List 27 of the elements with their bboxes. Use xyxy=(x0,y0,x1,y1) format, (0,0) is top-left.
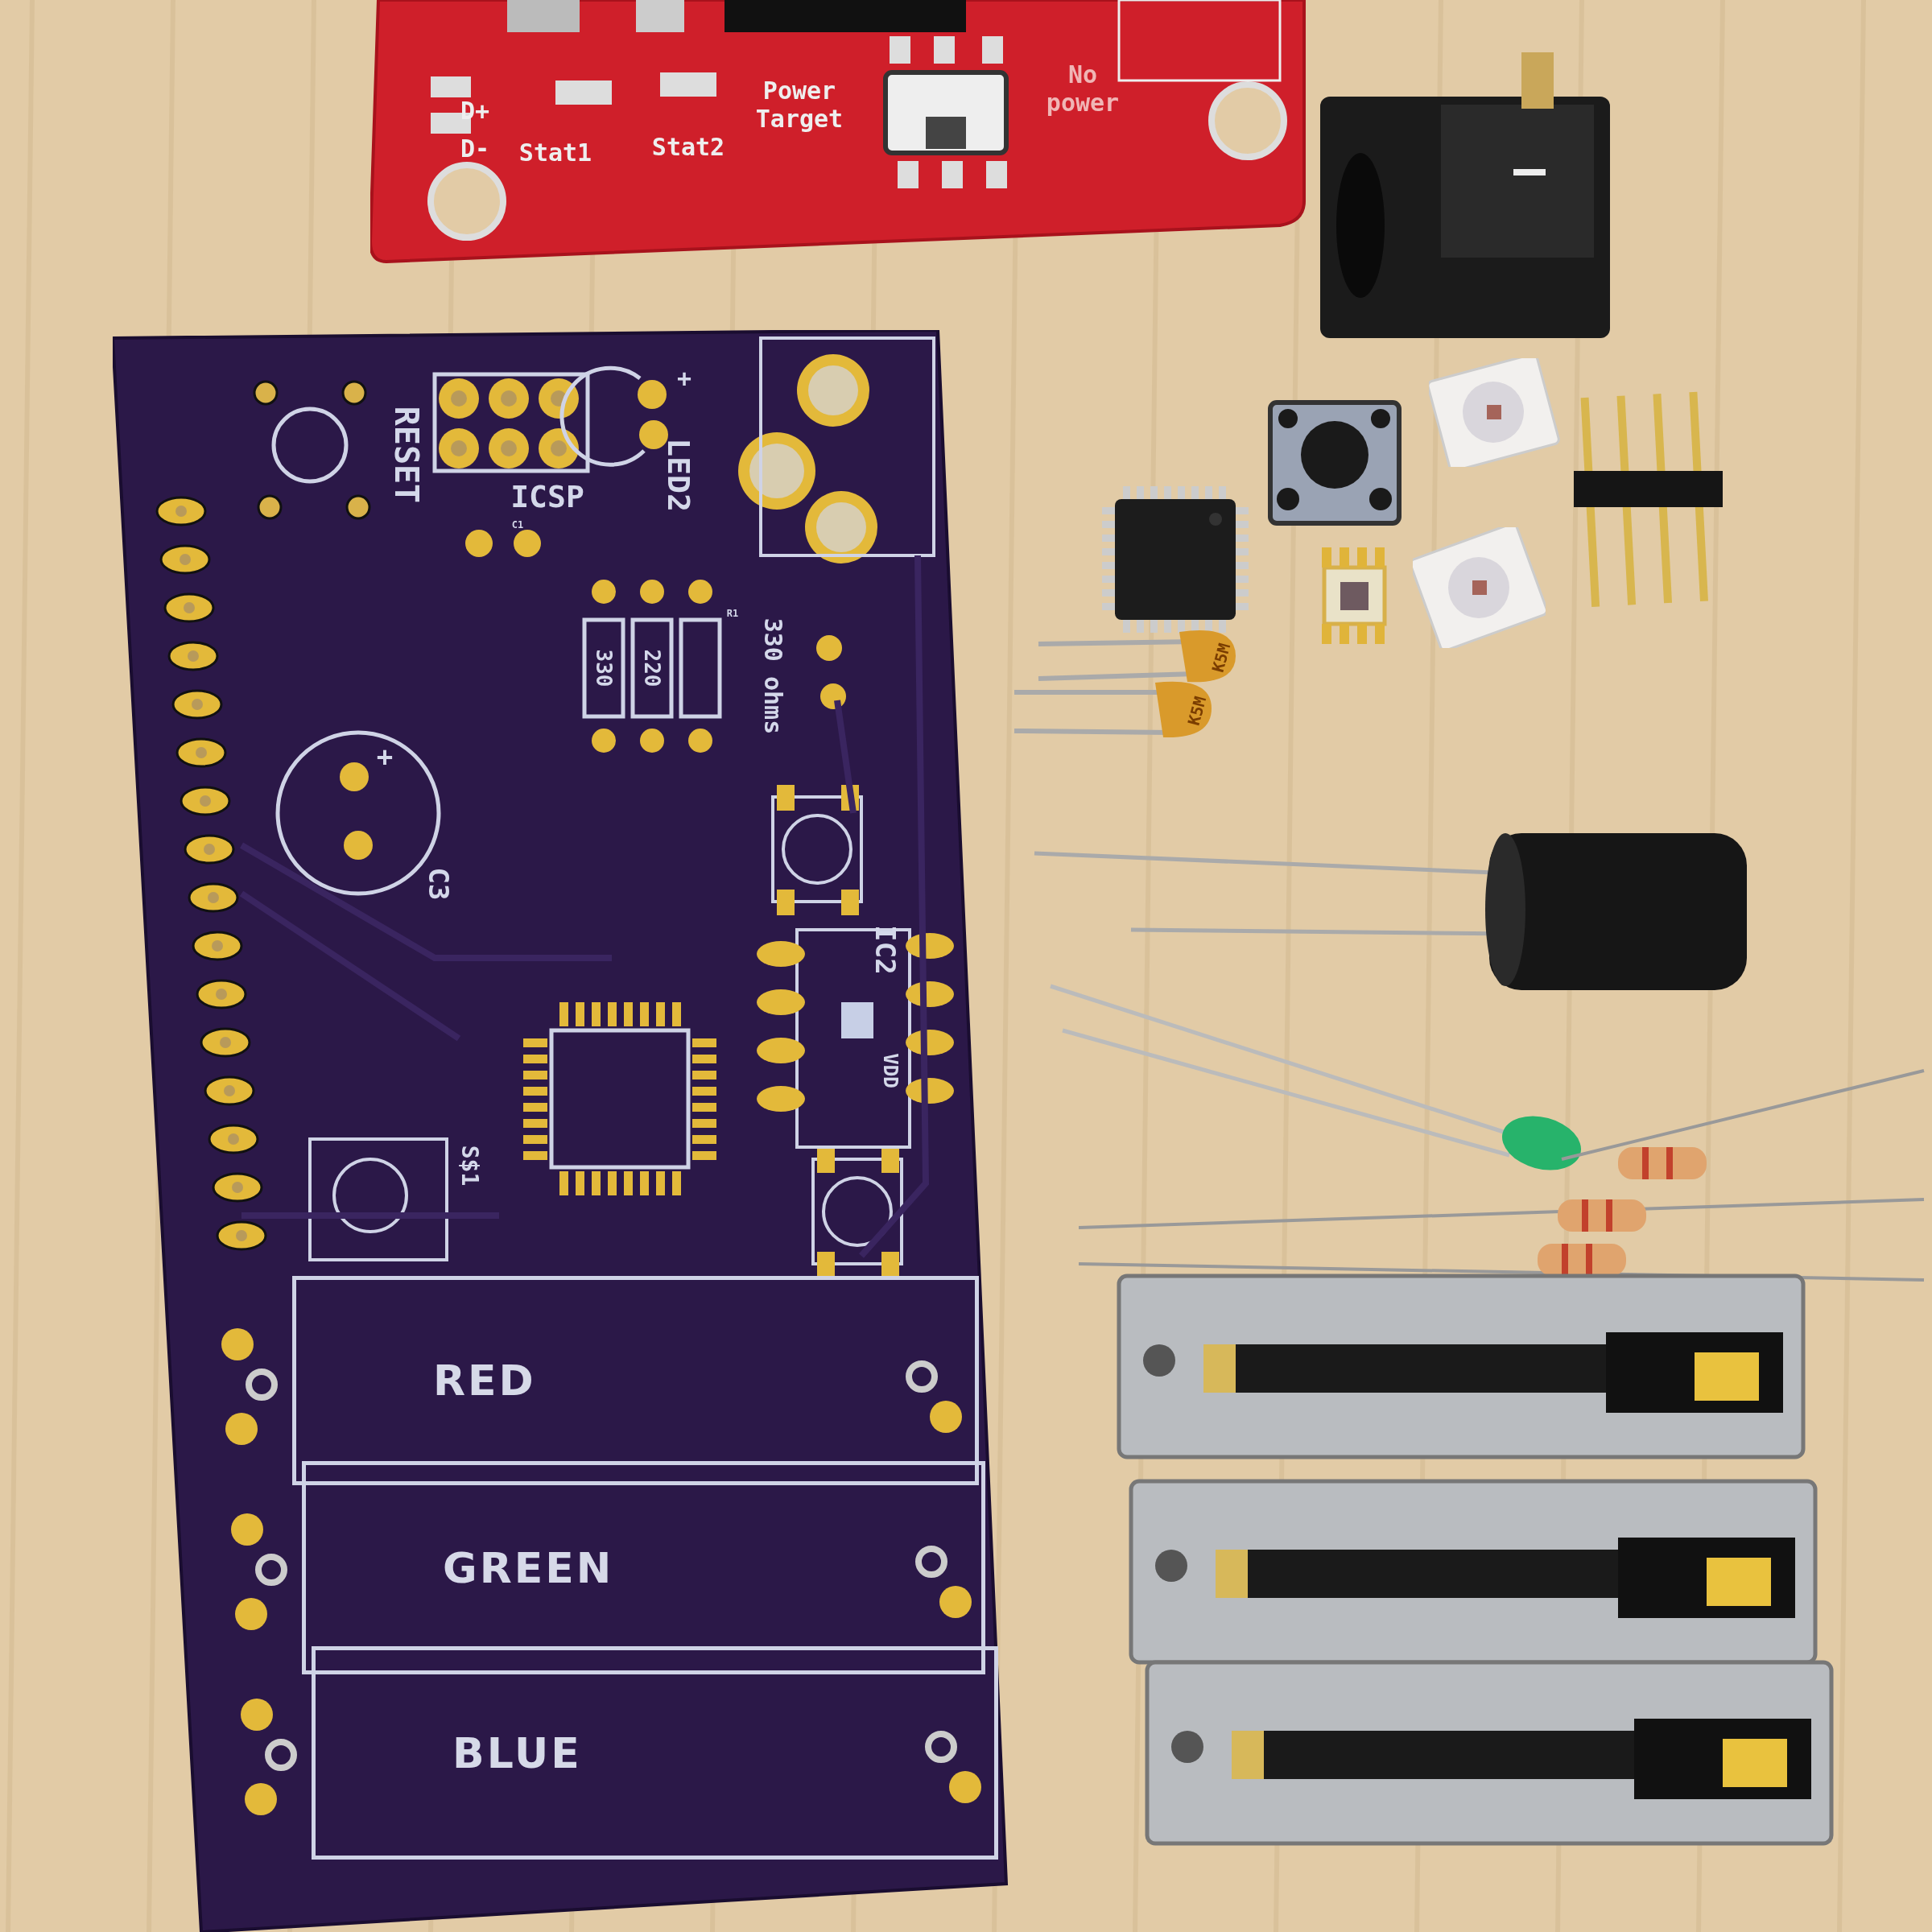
silkscreen-outline xyxy=(292,1276,979,1485)
channel-label: GREEN xyxy=(443,1543,614,1592)
resistor-value: 330 ohms xyxy=(761,617,785,735)
indicator-label: Stat2 xyxy=(651,135,725,159)
silkscreen-outline xyxy=(312,1646,998,1860)
pad-label: D- xyxy=(460,137,490,161)
resistor-value: 330 xyxy=(593,649,614,687)
silkscreen-outline xyxy=(302,1461,985,1674)
component-designator: RESET xyxy=(390,406,423,504)
channel-label: RED xyxy=(433,1356,536,1405)
capacitor-marking: K5M xyxy=(1185,694,1209,728)
pin-label: VDD xyxy=(881,1053,900,1088)
component-designator: C3 xyxy=(425,867,452,901)
switch-position-label: Power Target xyxy=(754,76,844,133)
component-designator: R1 xyxy=(726,609,739,618)
polarity-mark: + xyxy=(676,366,692,390)
component-designator: ICSP xyxy=(510,481,584,512)
component-designator: LED2 xyxy=(663,438,694,512)
resistor-value: 220 xyxy=(642,649,663,687)
capacitor-marking: K5M xyxy=(1209,641,1233,675)
channel-label: BLUE xyxy=(452,1728,582,1777)
component-designator: C1 xyxy=(511,520,524,530)
polarity-mark: + xyxy=(376,743,394,770)
indicator-label: Stat1 xyxy=(518,141,592,165)
pad-label: D+ xyxy=(460,99,490,123)
switch-position-label: No power xyxy=(1045,60,1121,117)
component-designator: S$1 xyxy=(458,1145,481,1187)
